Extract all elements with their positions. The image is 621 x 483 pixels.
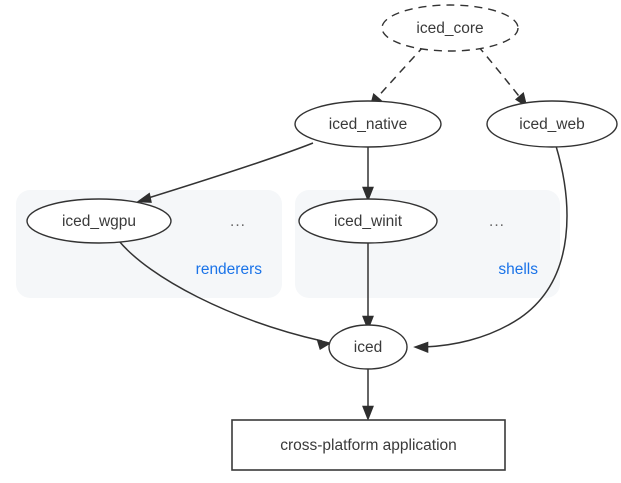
edge-iced_core-to-iced_web-line — [477, 45, 523, 101]
node-iced_winit[interactable]: iced_winit — [298, 198, 438, 244]
node-iced_wgpu[interactable]: iced_wgpu — [26, 198, 172, 244]
node-iced_native-shape[interactable] — [294, 100, 442, 148]
node-iced[interactable]: iced — [328, 324, 408, 370]
node-iced_native-label: iced_native — [329, 116, 407, 133]
edge-iced_core-to-iced_native-line — [374, 45, 425, 101]
node-iced_core[interactable]: iced_core — [381, 4, 519, 52]
node-iced-shape[interactable] — [328, 324, 408, 370]
cluster-renderers-label: renderers — [196, 261, 263, 278]
edge-iced_native-to-iced_wgpu-line — [144, 142, 314, 200]
edge-iced_core-to-iced_web — [477, 45, 528, 108]
node-iced_web-shape[interactable] — [486, 100, 618, 148]
node-iced_wgpu-shape[interactable] — [26, 198, 172, 244]
edge-iced_wgpu-to-iced-line — [118, 240, 323, 342]
node-iced_core-label: iced_core — [416, 20, 483, 37]
edge-iced_web-to-iced — [413, 145, 568, 353]
node-iced_core-shape[interactable] — [381, 4, 519, 52]
edge-iced_native-to-iced_wgpu-arrow — [136, 192, 152, 203]
node-iced_wgpu-label: iced_wgpu — [62, 213, 136, 230]
edge-iced_wgpu-to-iced — [118, 240, 332, 350]
edge-iced_native-to-iced_winit — [362, 146, 374, 202]
cluster-shells-label: shells — [498, 261, 538, 278]
node-iced_native[interactable]: iced_native — [294, 100, 442, 148]
edge-iced_core-to-iced_native — [369, 45, 425, 108]
edge-iced_native-to-iced_wgpu — [136, 142, 314, 203]
edge-iced_winit-to-iced-arrow — [362, 315, 374, 331]
node-iced-label: iced — [354, 339, 382, 356]
node-cross-platform-application-label: cross-platform application — [280, 437, 457, 454]
edge-iced_wgpu-to-iced-arrow — [316, 339, 332, 350]
edge-iced_web-to-iced-line — [423, 145, 568, 348]
node-iced_web-label: iced_web — [519, 116, 585, 133]
node-cross-platform-application-shape[interactable] — [231, 419, 506, 471]
edge-iced_winit-to-iced — [362, 242, 374, 331]
node-iced_winit-shape[interactable] — [298, 198, 438, 244]
edge-iced_web-to-iced-arrow — [413, 341, 429, 353]
cluster-shells-ellipsis: ... — [489, 213, 505, 230]
cluster-renderers-ellipsis: ... — [230, 213, 246, 230]
edge-iced_native-to-iced_winit-arrow — [362, 186, 374, 202]
node-cross-platform-application[interactable]: cross-platform application — [231, 419, 506, 471]
edge-iced-to-app-arrow — [362, 405, 374, 421]
node-iced_winit-label: iced_winit — [334, 213, 403, 230]
node-iced_web[interactable]: iced_web — [486, 100, 618, 148]
edge-iced-to-app — [362, 369, 374, 421]
